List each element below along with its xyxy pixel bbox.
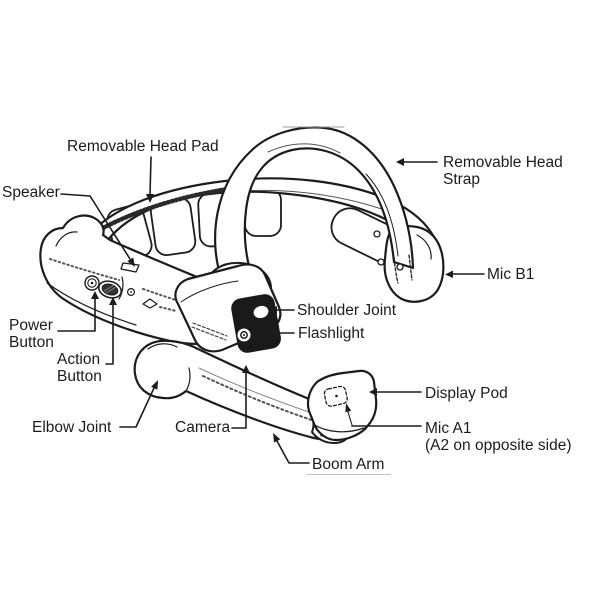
leader-speaker	[60, 193, 135, 267]
label-mic-a1: Mic A1 (A2 on opposite side)	[425, 420, 572, 454]
label-shoulder-joint: Shoulder Joint	[297, 302, 397, 319]
camera-pod-shape	[174, 263, 282, 353]
label-speaker: Speaker	[2, 184, 60, 201]
label-removable-head-pad: Removable Head Pad	[67, 138, 219, 155]
label-elbow-joint: Elbow Joint	[32, 419, 112, 436]
label-boom-arm: Boom Arm	[312, 456, 385, 473]
leader-power-button	[57, 291, 99, 332]
leader-mic-a1	[345, 403, 422, 427]
leader-action-button	[105, 297, 117, 365]
label-display-pod: Display Pod	[425, 385, 508, 402]
head-strap-shape	[214, 126, 415, 284]
leader-camera	[231, 365, 250, 429]
leader-elbow-joint	[119, 380, 158, 428]
display-pod-shape	[306, 369, 378, 442]
leader-lines	[57, 156, 485, 464]
label-power-button: Power Button	[9, 317, 54, 351]
mic-a1-outline	[323, 385, 348, 407]
label-action-button: Action Button	[57, 351, 102, 385]
diamond-detail	[142, 298, 158, 309]
head-pad-strip	[100, 186, 231, 231]
leader-flashlight	[269, 329, 295, 337]
leader-removable-head-strap	[396, 158, 438, 166]
leader-removable-head-pad	[146, 156, 154, 203]
boom-arm-shape	[133, 339, 340, 440]
label-flashlight: Flashlight	[298, 325, 365, 342]
label-camera: Camera	[175, 419, 231, 436]
leader-boom-arm	[273, 433, 310, 464]
action-button-shape	[98, 280, 122, 299]
band-screw-holes	[373, 230, 404, 271]
flashlight-lens	[253, 305, 269, 319]
label-removable-head-strap: Removable Head Strap	[443, 154, 563, 188]
leader-shoulder-joint	[269, 306, 295, 314]
boom-arm-underline	[307, 474, 391, 475]
leader-display-pod	[369, 388, 422, 396]
leader-mic-b1	[445, 270, 485, 278]
power-button-shape	[84, 275, 100, 291]
label-mic-b1: Mic B1	[487, 266, 535, 283]
